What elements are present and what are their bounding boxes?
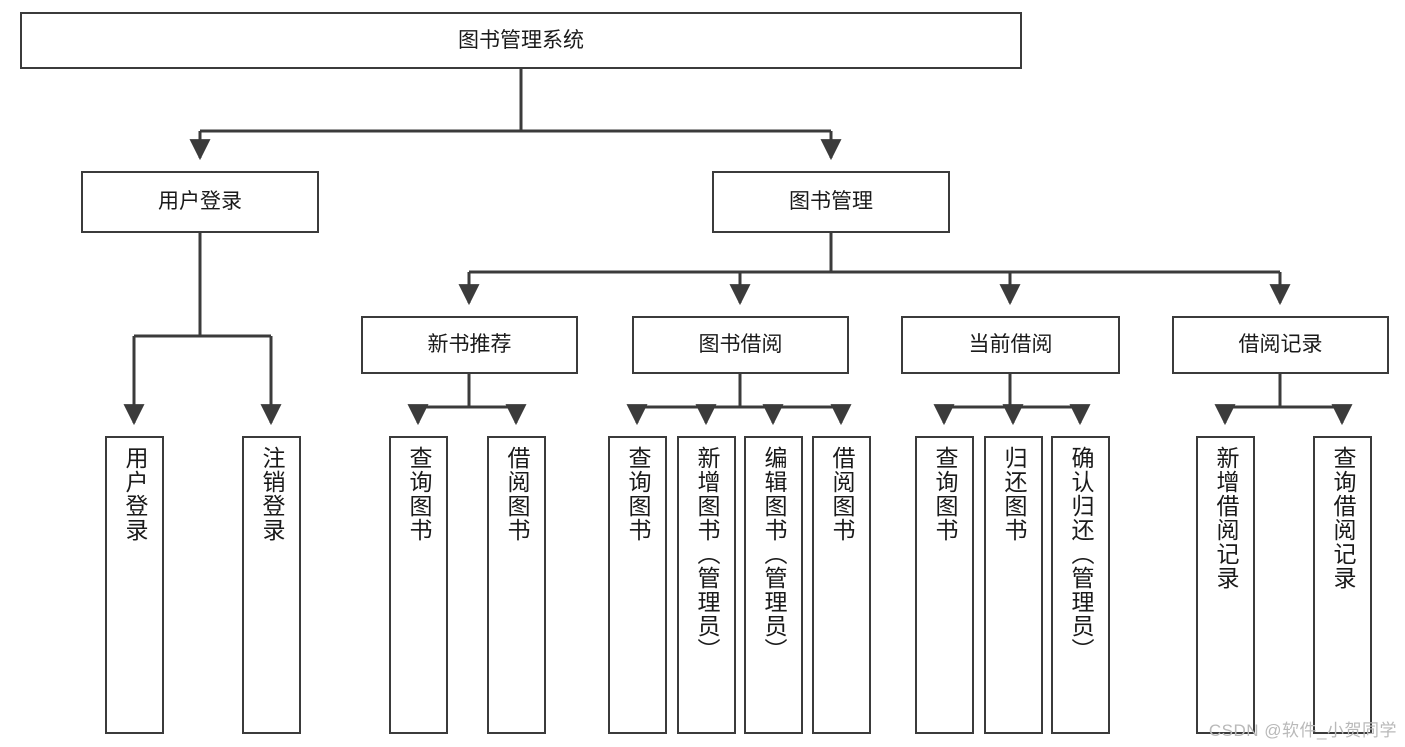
- node-current-borrow[interactable]: 当前借阅: [901, 316, 1120, 374]
- node-leaf-borrow-book-rec[interactable]: 借阅图书: [487, 436, 546, 734]
- node-label: 图书借阅: [698, 333, 783, 357]
- node-leaf-user-login[interactable]: 用户登录: [105, 436, 164, 734]
- node-leaf-query-record[interactable]: 查询借阅记录: [1313, 436, 1372, 734]
- node-label: 查询图书: [406, 446, 432, 542]
- node-leaf-query-book-rec[interactable]: 查询图书: [389, 436, 448, 734]
- node-borrow-record[interactable]: 借阅记录: [1172, 316, 1389, 374]
- node-label: 查询图书: [625, 446, 651, 542]
- node-leaf-edit-book[interactable]: 编辑图书（管理员）: [744, 436, 803, 734]
- node-leaf-logout[interactable]: 注销登录: [242, 436, 301, 734]
- node-label: 注销登录: [259, 446, 285, 542]
- node-label: 用户登录: [158, 190, 242, 214]
- node-label: 确认归还（管理员）: [1068, 446, 1094, 662]
- node-label: 图书管理: [789, 190, 873, 214]
- node-label: 查询借阅记录: [1330, 446, 1356, 590]
- node-label: 新书推荐: [427, 333, 512, 357]
- node-label: 当前借阅: [968, 333, 1053, 357]
- node-leaf-add-book[interactable]: 新增图书（管理员）: [677, 436, 736, 734]
- node-leaf-borrow-book[interactable]: 借阅图书: [812, 436, 871, 734]
- watermark-text: CSDN @软件_小贺同学: [1208, 721, 1397, 740]
- node-leaf-add-record[interactable]: 新增借阅记录: [1196, 436, 1255, 734]
- node-label: 用户登录: [122, 446, 148, 542]
- node-leaf-query-book-borrow[interactable]: 查询图书: [608, 436, 667, 734]
- node-leaf-query-book-cur[interactable]: 查询图书: [915, 436, 974, 734]
- node-label: 借阅图书: [504, 446, 530, 542]
- node-root[interactable]: 图书管理系统: [20, 12, 1022, 69]
- node-label: 借阅记录: [1238, 333, 1323, 357]
- node-label: 归还图书: [1001, 446, 1027, 542]
- node-label: 新增借阅记录: [1213, 446, 1239, 590]
- node-leaf-return-book[interactable]: 归还图书: [984, 436, 1043, 734]
- node-label: 编辑图书（管理员）: [761, 446, 787, 662]
- node-label: 查询图书: [932, 446, 958, 542]
- node-book-borrow[interactable]: 图书借阅: [632, 316, 849, 374]
- node-leaf-confirm-return[interactable]: 确认归还（管理员）: [1051, 436, 1110, 734]
- node-new-book-recommend[interactable]: 新书推荐: [361, 316, 578, 374]
- node-user-login[interactable]: 用户登录: [81, 171, 319, 233]
- node-book-manage[interactable]: 图书管理: [712, 171, 950, 233]
- node-label: 新增图书（管理员）: [694, 446, 720, 662]
- node-label: 图书管理系统: [458, 28, 584, 52]
- node-label: 借阅图书: [829, 446, 855, 542]
